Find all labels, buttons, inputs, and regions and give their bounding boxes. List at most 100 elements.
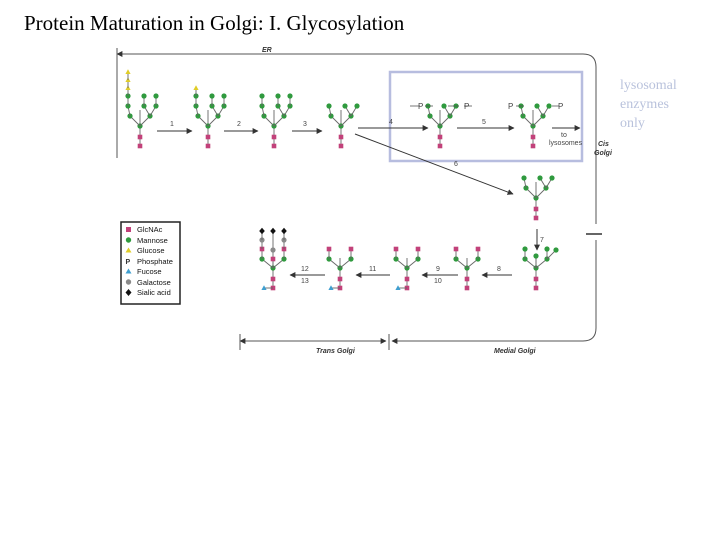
- glcnac-residue: [533, 206, 539, 212]
- legend-fucose-triangle-icon: [125, 268, 132, 274]
- mannose-residue: [275, 93, 281, 99]
- step-3: 3: [303, 121, 307, 128]
- step-11: 11: [369, 266, 376, 273]
- glcnac-residue: [533, 285, 539, 291]
- step-9: 9: [436, 266, 440, 273]
- note-line-3: only: [620, 116, 645, 131]
- legend-phosphate-letter-icon: P: [126, 259, 131, 266]
- sialic-acid-residue: [270, 227, 276, 235]
- mannose-residue: [221, 93, 227, 99]
- mannose-residue: [354, 103, 360, 109]
- fucose-residue: [395, 285, 401, 290]
- mannose-residue: [326, 103, 332, 109]
- glcnac-residue: [530, 143, 536, 149]
- legend-label-sialic-acid: Sialic acid: [137, 288, 171, 297]
- mannose-residue: [153, 93, 159, 99]
- phosphate-p-2: P: [464, 102, 469, 111]
- glycan-structure: [453, 246, 481, 291]
- glcnac-residue: [348, 246, 354, 252]
- step-7: 7: [540, 237, 544, 244]
- step-8: 8: [497, 266, 501, 273]
- glcnac-residue: [437, 134, 443, 140]
- step-10: 10: [434, 278, 442, 285]
- glcnac-residue: [533, 215, 539, 221]
- glycan-structure: [259, 227, 287, 291]
- step-5: 5: [482, 119, 486, 126]
- glycan-structure: [193, 85, 227, 149]
- glcnac-residue: [271, 134, 277, 140]
- phosphate-p-1: P: [418, 102, 423, 111]
- glycan-structure: [326, 246, 354, 291]
- glcnac-residue: [137, 134, 143, 140]
- legend: P GlcNAc Mannose Glucose Phosphate Fucos…: [120, 221, 181, 305]
- glycan-structure: [518, 103, 552, 149]
- mannose-residue: [287, 93, 293, 99]
- mannose-residue: [342, 103, 348, 109]
- glycan-structure: [522, 246, 559, 291]
- mannose-residue: [534, 103, 540, 109]
- glcnac-residue: [270, 256, 276, 262]
- label-cis-golgi-2: Golgi: [594, 150, 613, 157]
- step-4: 4: [389, 119, 393, 126]
- legend-label-fucose: Fucose: [137, 267, 162, 276]
- glcnac-residue: [453, 246, 459, 252]
- label-lysosomes: lysosomes: [549, 140, 583, 147]
- arrow-step-6: [354, 133, 514, 195]
- label-er: ER: [262, 47, 272, 54]
- glcnac-residue: [270, 276, 276, 282]
- glcnac-residue: [205, 143, 211, 149]
- glcnac-residue: [337, 276, 343, 282]
- glcnac-residue: [393, 246, 399, 252]
- golgi-boundary-curve: [391, 240, 597, 344]
- legend-label-glcnac: GlcNAc: [137, 225, 163, 234]
- glucose-residue: [193, 85, 199, 90]
- legend-galactose-circle-icon: [125, 279, 132, 285]
- fucose-residue: [261, 285, 267, 290]
- mannose-residue: [141, 93, 147, 99]
- glcnac-residue: [464, 285, 470, 291]
- glcnac-residue: [137, 143, 143, 149]
- sialic-acid-residue: [259, 227, 265, 235]
- mannose-residue: [546, 103, 552, 109]
- legend-label-galactose: Galactose: [137, 278, 171, 287]
- step-12: 12: [301, 266, 309, 273]
- mannose-residue: [259, 93, 265, 99]
- glcnac-residue: [338, 143, 344, 149]
- glycan-structure: [425, 103, 459, 149]
- mannose-residue: [522, 246, 528, 252]
- glcnac-residue: [530, 134, 536, 140]
- glucose-residue: [125, 69, 131, 74]
- glcnac-residue: [205, 134, 211, 140]
- legend-label-mannose: Mannose: [137, 236, 168, 245]
- lysosomal-highlight-box: [388, 70, 584, 163]
- label-to: to: [561, 132, 567, 139]
- label-trans-golgi: Trans Golgi: [316, 348, 356, 355]
- legend-mannose-circle-icon: [125, 237, 132, 243]
- phosphate-p-4: P: [558, 102, 563, 111]
- glcnac-residue: [464, 276, 470, 282]
- glcnac-residue: [404, 276, 410, 282]
- step-13: 13: [301, 278, 309, 285]
- mannose-residue: [441, 103, 447, 109]
- mannose-residue: [549, 175, 555, 181]
- glcnac-residue: [326, 246, 332, 252]
- legend-sialic-acid-diamond-icon: [125, 289, 132, 296]
- mannose-residue: [533, 253, 539, 259]
- glcnac-residue: [437, 143, 443, 149]
- slide-title: Protein Maturation in Golgi: I. Glycosyl…: [24, 11, 405, 35]
- glcnac-residue: [338, 134, 344, 140]
- glcnac-residue: [415, 246, 421, 252]
- glycan-row-golgi: [259, 175, 559, 291]
- glycan-structure: [259, 93, 293, 149]
- glycan-structure: [393, 246, 421, 291]
- glycan-structure: [521, 175, 555, 221]
- legend-glcnac-square-icon: [126, 227, 131, 232]
- lysosomal-note: lysosomal enzymes only: [620, 76, 710, 133]
- phosphate-labels: P P P P: [410, 102, 563, 111]
- legend-label-phosphate: Phosphate: [137, 257, 173, 266]
- glcnac-residue: [475, 246, 481, 252]
- glcnac-residue: [533, 276, 539, 282]
- note-line-2: enzymes: [620, 97, 669, 112]
- mannose-residue: [544, 246, 550, 252]
